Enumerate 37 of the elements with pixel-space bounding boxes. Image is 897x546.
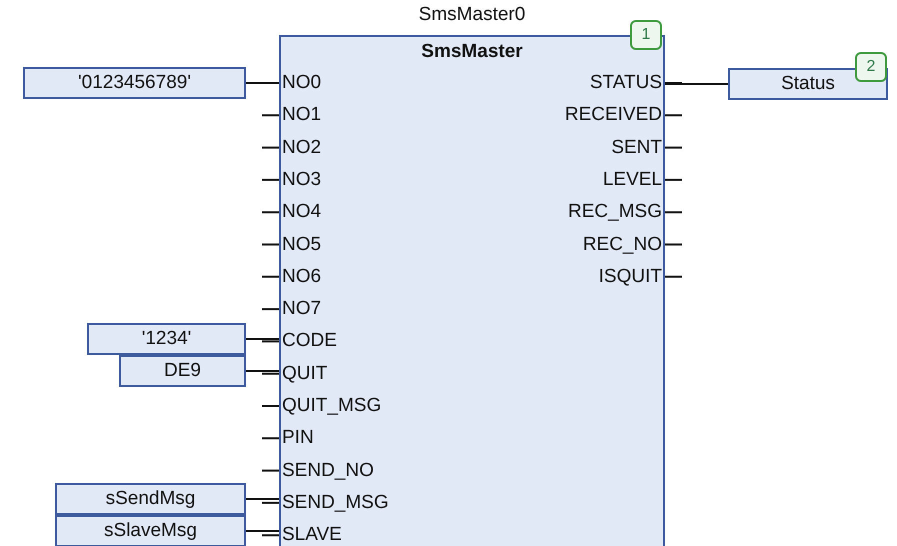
pin-label: QUIT_MSG [282,395,382,417]
connector [246,370,279,372]
connector [246,498,279,500]
pin-label: CODE [282,330,337,352]
pin-label: QUIT [282,362,328,385]
input-variable: sSlaveMsg [55,515,246,546]
pin-label: STATUS [590,72,662,94]
block-type-name: SmsMaster [420,41,524,63]
pin-label: NO3 [282,168,322,191]
instance-name: SmsMaster0 [418,4,526,26]
pin-label: LEVEL [602,168,662,191]
execution-order-badge: 2 [855,52,887,82]
pin-label: PIN [282,427,314,450]
input-variable: sSendMsg [55,483,246,515]
connector [246,82,279,84]
pin-label: SEND_MSG [282,492,389,514]
pin-label: SENT [611,136,662,159]
connector [665,83,728,85]
pin-label: SEND_NO [282,460,374,482]
connector [246,338,279,340]
pin-label: NO2 [282,136,322,159]
input-variable: DE9 [119,355,246,387]
pin-label: RECEIVED [564,104,662,126]
pin-label: NO0 [282,72,322,94]
pin-label: REC_MSG [568,201,662,224]
pin-label: NO4 [282,201,322,224]
pin-label: SLAVE [282,524,342,546]
connector [246,530,279,532]
pin-label: NO7 [282,298,322,320]
pin-label: ISQUIT [598,266,662,288]
pin-label: NO6 [282,266,322,288]
input-variable: '0123456789' [23,67,246,99]
input-variable: '1234' [87,323,246,355]
pin-label: REC_NO [582,234,662,256]
pin-label: NO1 [282,104,322,126]
execution-order-badge: 1 [630,20,662,50]
pin-label: NO5 [282,234,322,256]
